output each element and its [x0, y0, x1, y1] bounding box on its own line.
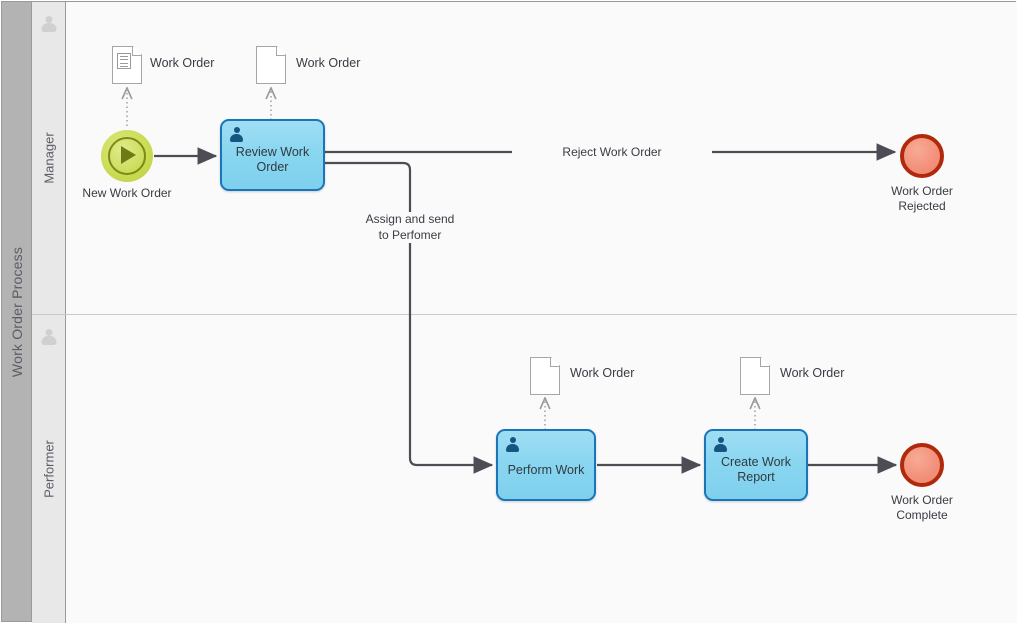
end-event-label-line2: Complete [896, 508, 948, 522]
task-create-work-report[interactable]: Create Work Report [704, 429, 808, 501]
user-task-icon [506, 437, 519, 452]
start-event-new-work-order[interactable] [101, 130, 153, 182]
data-object-label: Work Order [780, 366, 845, 380]
end-event-work-order-rejected[interactable] [900, 134, 944, 178]
start-event-label: New Work Order [82, 186, 172, 200]
end-event-label: Work Order Rejected [862, 184, 982, 214]
lane-header-performer[interactable]: Performer [32, 315, 66, 623]
pool-header[interactable]: Work Order Process [2, 2, 32, 621]
task-perform-work[interactable]: Perform Work [496, 429, 596, 501]
lane-header-manager[interactable]: Manager [32, 2, 66, 314]
data-object-icon[interactable] [530, 357, 560, 395]
data-object-label: Work Order [570, 366, 635, 380]
end-event-label: Work Order Complete [862, 493, 982, 523]
end-event-work-order-complete[interactable] [900, 443, 944, 487]
flow-label-assign-and-send: Assign and send to Perfomer [330, 212, 490, 244]
data-object-icon[interactable] [256, 46, 286, 84]
end-event-label-line2: Rejected [898, 199, 946, 213]
task-review-work-order[interactable]: Review Work Order [220, 119, 325, 191]
data-object-icon[interactable] [112, 46, 142, 84]
document-lines-icon [117, 53, 131, 69]
end-event-label-line1: Work Order [891, 493, 953, 507]
flow-label-reject-work-order: Reject Work Order [512, 145, 712, 161]
task-label: Review Work Order [235, 145, 310, 174]
flow-label-line2: to Perfomer [378, 227, 442, 242]
user-task-icon [230, 127, 243, 142]
flow-label-line1: Assign and send [365, 212, 455, 226]
user-task-icon [714, 437, 727, 452]
data-object-label: Work Order [296, 56, 361, 70]
person-icon [41, 329, 56, 345]
task-label: Create Work Report [721, 455, 791, 484]
person-icon [41, 16, 56, 32]
end-event-label-line1: Work Order [891, 184, 953, 198]
play-triangle-icon [121, 146, 136, 164]
task-label: Perform Work [507, 462, 585, 477]
data-object-icon[interactable] [740, 357, 770, 395]
data-object-label: Work Order [150, 56, 215, 70]
